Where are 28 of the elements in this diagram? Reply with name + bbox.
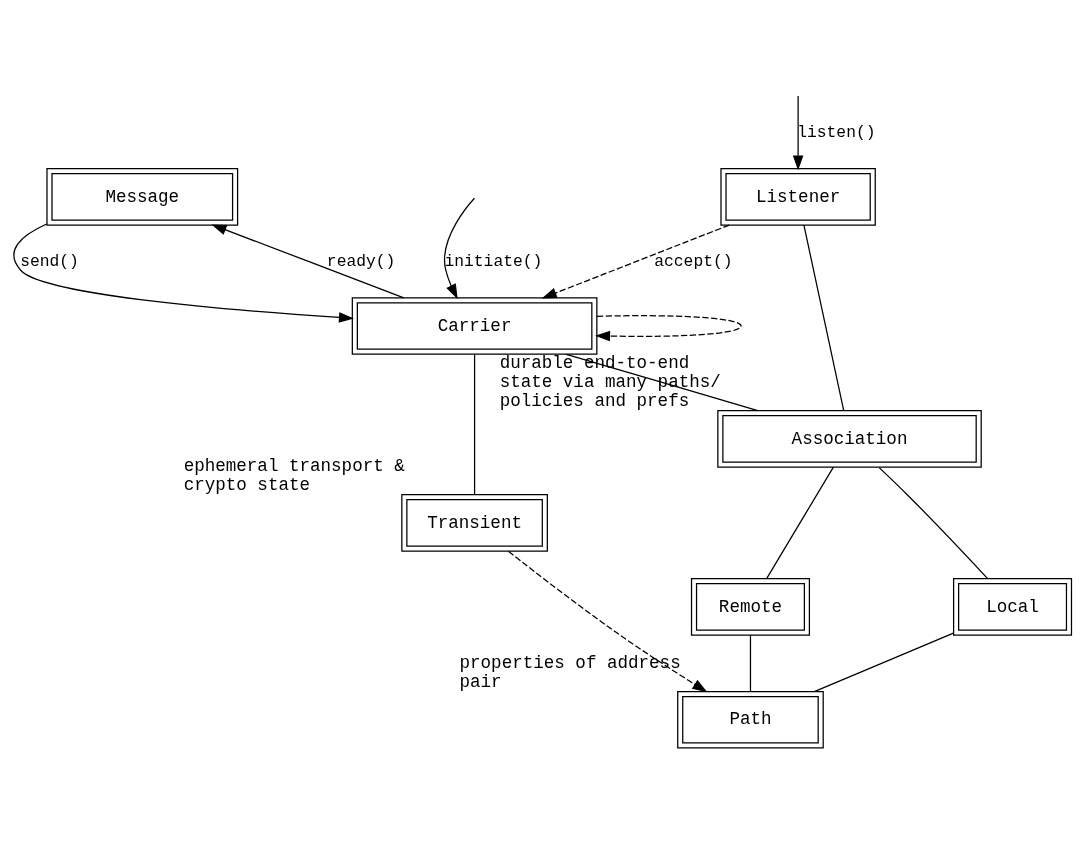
edge-label: initiate() xyxy=(444,251,543,271)
arrow xyxy=(508,550,708,692)
connector xyxy=(766,465,834,579)
edge-label: listen() xyxy=(797,122,876,142)
connector xyxy=(803,224,845,411)
node-box: Remote xyxy=(690,577,811,636)
arrow xyxy=(541,224,730,298)
node-box: Path xyxy=(677,690,824,749)
edge-label: accept() xyxy=(654,251,733,271)
node-label: properties of address pair xyxy=(459,652,681,692)
edge-label: ready() xyxy=(326,251,396,271)
node-box: Carrier xyxy=(351,296,598,355)
arrow xyxy=(13,222,354,323)
connector xyxy=(814,631,955,692)
node-box: Message xyxy=(46,167,239,226)
edge-label: send() xyxy=(20,251,79,271)
arrow xyxy=(792,94,804,170)
node-box: Transient xyxy=(401,493,548,552)
arrow xyxy=(211,223,405,298)
connector xyxy=(749,634,752,692)
node-label: ephemeral transport & crypto state xyxy=(183,455,405,495)
node-box: Association xyxy=(717,409,982,468)
connector xyxy=(473,353,476,495)
connector xyxy=(878,466,989,579)
node-box: Listener xyxy=(720,167,876,226)
node-box: Local xyxy=(953,577,1073,636)
arrow xyxy=(443,197,476,299)
arrow xyxy=(595,314,742,341)
